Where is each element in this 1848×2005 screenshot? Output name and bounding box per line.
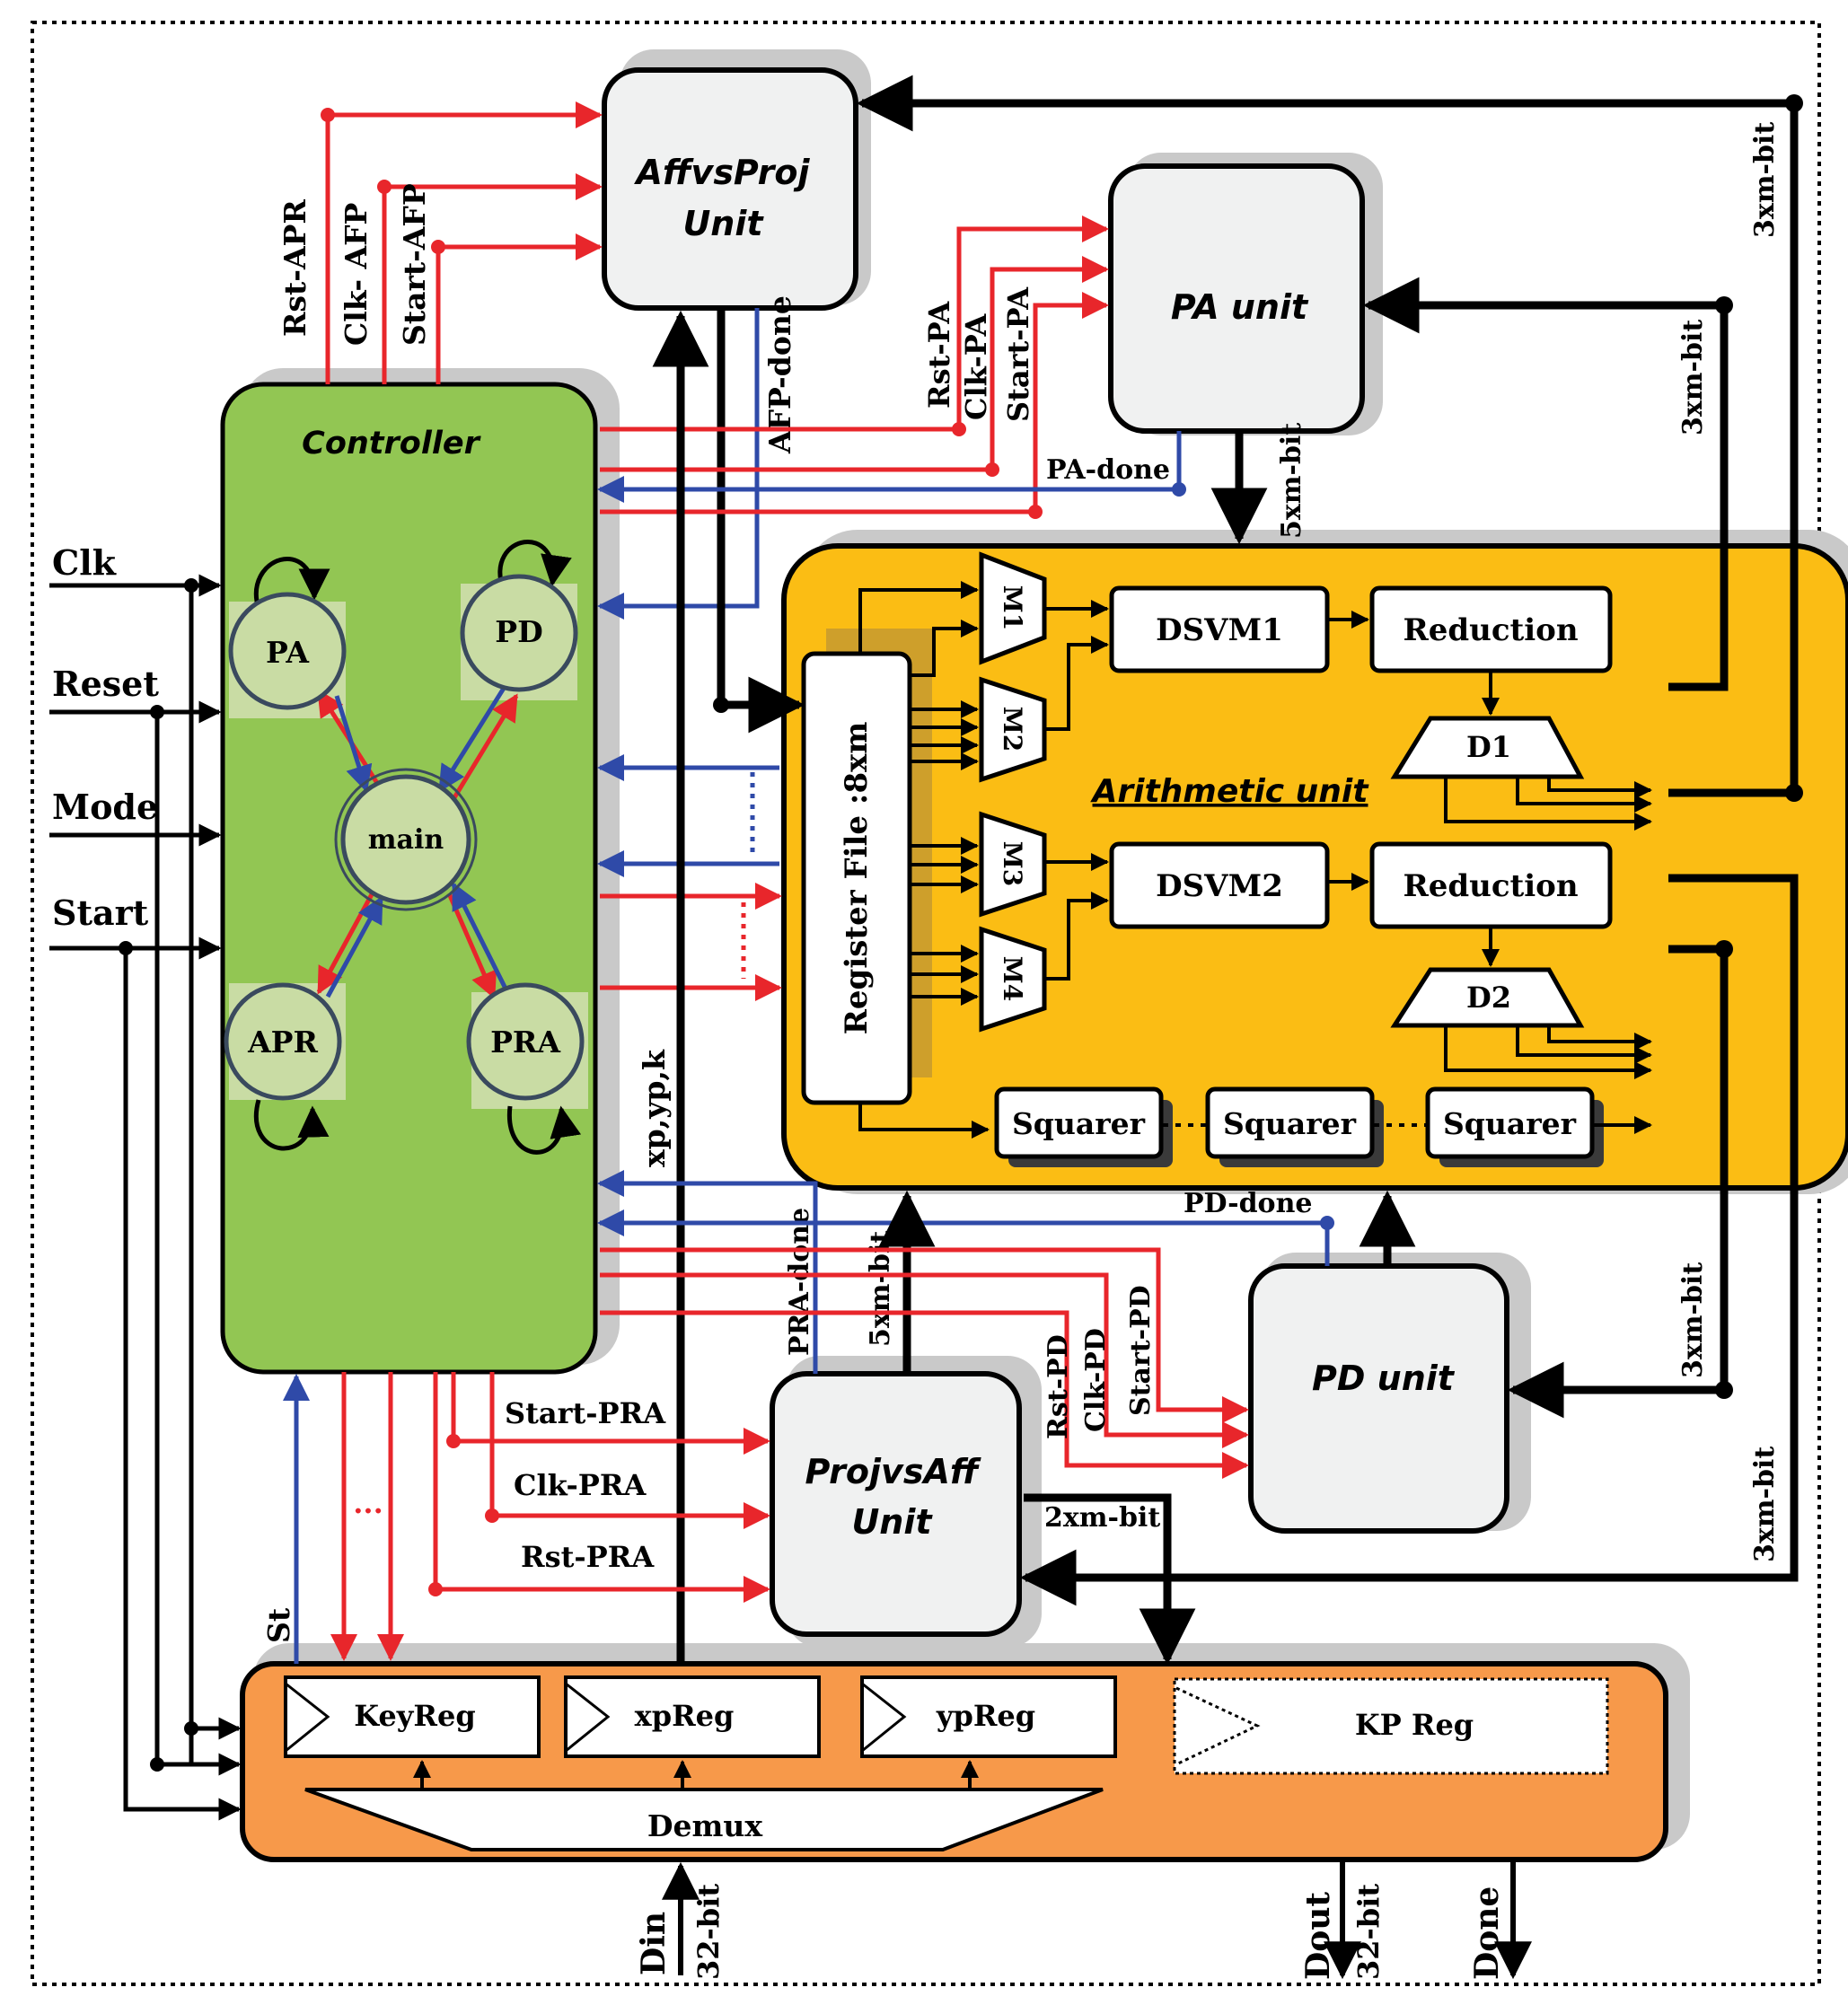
apr-self-loop [254,1099,330,1151]
state-main-label: main [368,824,444,856]
start-pd-label: Start-PD [1125,1285,1157,1416]
mux-m3-label: M3 [998,841,1027,886]
xpypk-label: xp,yp,k [637,1049,672,1167]
mux-m2-label: M2 [998,707,1027,752]
mux-m4-label: M4 [998,956,1027,1001]
state-apr-label: APR [247,1024,318,1060]
rst-pd-label: Rst-PD [1043,1334,1074,1439]
dout-label: Dout [1299,1892,1337,1980]
mux-m1-label: M1 [998,585,1027,630]
pa-5xm-bit-label: 5xm-bit [1276,423,1307,539]
clk-pd-label: Clk-PD [1080,1328,1112,1432]
mux-m1 [979,551,1047,665]
demux-d1-label: D1 [1466,730,1511,764]
pa-unit-title: PA unit [1171,287,1309,327]
rst-pa-label: Rst-PA [922,301,956,409]
mux-m3 [979,811,1047,918]
start-pa-label: Start-PA [1001,286,1035,422]
arithmetic-unit-title: Arithmetic unit [1090,773,1370,810]
keyreg-label: KeyReg [354,1699,475,1733]
projvsaff-2xm-bit-label: 2xm-bit [1044,1502,1160,1534]
clk-pa-label: Clk-PA [959,312,993,420]
clk-input-label: Clk [52,542,117,583]
st-label: St [261,1607,296,1643]
mux-m4 [979,926,1047,1033]
dout-32-bit-label: 32-bit [1351,1884,1386,1980]
demux-block [304,1788,1104,1851]
squarer-2 [1205,1086,1375,1159]
start-afp-label: Start-AFP [397,183,432,346]
controller-title: Controller [302,426,481,462]
squarer-3-label: Squarer [1443,1106,1577,1141]
dsvm2-label: DSVM2 [1156,868,1283,904]
state-pra-label: PRA [490,1024,560,1060]
affvsproj-line1: AffvsProj [634,153,811,192]
start-input-label: Start [52,893,149,933]
clk-afp-label: Clk- AFP [339,203,374,346]
projvsaff-line1: ProjvsAff [805,1452,981,1491]
state-pra [466,982,585,1101]
reduction1-label: Reduction [1403,612,1578,648]
register-file-label: Register File :8xm [839,722,875,1035]
controller-dots-label: ... [353,1486,383,1520]
ypreg-label: ypReg [936,1699,1035,1733]
squarer-3 [1425,1086,1595,1159]
reduction2-label: Reduction [1403,868,1578,904]
squarer-1-label: Squarer [1012,1106,1146,1141]
pd-unit [1248,1263,1509,1534]
pa-done-label: PA-done [1046,454,1170,486]
kpreg-label: KP Reg [1355,1708,1474,1742]
dsvm1-label: DSVM1 [1156,612,1283,648]
pra-done-label: PRA-done [784,1208,815,1356]
reset-input-label: Reset [52,664,159,704]
demux-d2-label: D2 [1466,981,1511,1015]
affvsproj-unit [602,67,858,311]
pa-self-loop [254,557,330,610]
state-apr [224,982,342,1101]
demux-label: Demux [647,1808,763,1843]
state-pa-label: PA [266,635,309,670]
state-pd [460,574,578,692]
din-label: Din [635,1912,673,1975]
demux-d1 [1390,716,1585,779]
bus-3xm-pd-label: 3xm-bit [1677,1262,1709,1378]
rst-pra-label: Rst-PRA [521,1540,655,1574]
squarer-1 [994,1086,1164,1159]
dsvm2-block [1109,841,1330,929]
clk-pra-label: Clk-PRA [514,1468,647,1502]
pd-unit-title: PD unit [1312,1359,1456,1398]
projvsaff-line2: Unit [851,1502,933,1542]
pd-done-label: PD-done [1184,1188,1312,1219]
state-pa [228,592,347,710]
register-file [801,651,912,1105]
affvsproj-line2: Unit [682,204,764,243]
done-label: Done [1468,1886,1506,1980]
demux-d2 [1390,967,1585,1028]
state-main-outer [334,768,478,911]
pra-self-loop [506,1105,582,1155]
kpreg-block [1173,1677,1609,1775]
bus-3xm-projvsaff-label: 3xm-bit [1749,1447,1781,1562]
state-pd-label: PD [495,614,542,649]
start-pra-label: Start-PRA [505,1396,666,1430]
pd-self-loop [497,539,572,589]
state-main [340,774,471,905]
projvsaff-unit [770,1371,1022,1637]
mux-m2 [979,676,1047,783]
rst-apr-label: Rst-APR [277,199,312,337]
mode-input-label: Mode [52,787,158,827]
dsvm1-block [1109,585,1330,673]
din-32-bit-label: 32-bit [691,1884,726,1980]
xpreg-label: xpReg [635,1699,735,1733]
bus-3xm-pa-label: 3xm-bit [1677,320,1709,435]
bus-3xm-affvsproj-label: 3xm-bit [1749,122,1781,238]
squarer-2-label: Squarer [1223,1106,1357,1141]
